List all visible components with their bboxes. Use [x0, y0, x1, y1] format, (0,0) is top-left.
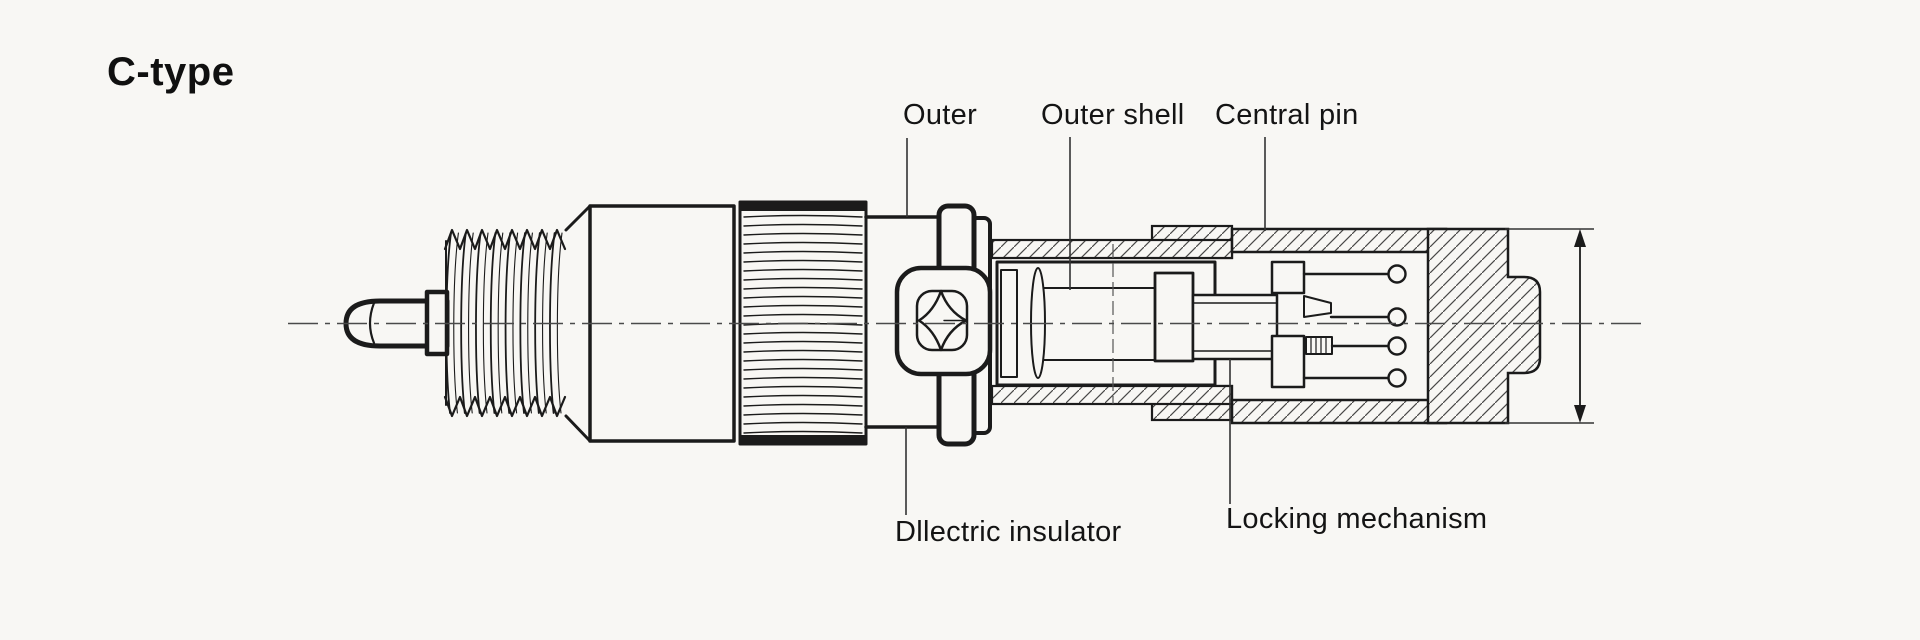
drawing-stroke: [743, 259, 863, 263]
drawing-stroke: [743, 376, 863, 380]
knurl-lines: [743, 214, 863, 434]
drawing-stroke: [743, 367, 863, 371]
pin-carrier-top: [1270, 260, 1306, 295]
pin-end: [1387, 336, 1407, 356]
contact-taper: [1303, 295, 1332, 318]
dimension-arrow-up: [1574, 229, 1586, 247]
inner-shell-top-wall: [990, 238, 1234, 260]
drawing-stroke: [482, 232, 489, 414]
drawing-stroke: [743, 430, 863, 434]
drawing-stroke: [743, 358, 863, 362]
pin-end: [1387, 368, 1407, 388]
drawing-stroke: [743, 232, 863, 236]
leader-lines: [905, 137, 1266, 515]
outer-shell-top-wall: [1230, 227, 1448, 254]
outer-shell-bottom-wall: [1230, 398, 1448, 425]
drawing-stroke: [743, 304, 863, 308]
pin-end: [1387, 307, 1407, 327]
drawing-stroke: [743, 214, 863, 218]
drawing-stroke: [443, 228, 567, 251]
drawing-stroke: [743, 394, 863, 398]
inner-shell-walls: [990, 224, 1234, 422]
dimension-arrow-down: [1574, 405, 1586, 423]
outer-shell-end-cap: [1426, 227, 1542, 425]
drawing-stroke: [743, 385, 863, 389]
drawing-stroke: [743, 268, 863, 272]
dimension-annotation: [1505, 228, 1594, 424]
drawing-stroke: [743, 241, 863, 245]
drawing-stroke: [443, 395, 567, 418]
pin-carrier-bottom: [1270, 334, 1306, 389]
outer-shell-walls: [1230, 227, 1542, 425]
label-dielectric-insulator: Dllectric insulator: [895, 516, 1122, 548]
locking-bail-assembly: [894, 203, 993, 447]
inner-shell-bottom-wall: [990, 384, 1234, 406]
pin-end: [1387, 264, 1407, 284]
label-central-pin: Central pin: [1215, 99, 1359, 131]
drawing-stroke: [519, 232, 526, 414]
contact-tube: [1191, 293, 1279, 361]
drawing-stroke: [743, 223, 863, 227]
drawing-stroke: [468, 232, 474, 414]
label-outer: Outer: [903, 99, 978, 131]
drawing-stroke: [743, 349, 863, 353]
drawing-stroke: [743, 277, 863, 281]
dielectric-insulator-assembly: [995, 244, 1333, 404]
diagram-title: C-type: [107, 50, 235, 94]
central-pin-contacts: [1302, 264, 1407, 388]
drawing-stroke: [527, 232, 533, 414]
drawing-stroke: [743, 403, 863, 407]
drawing-stroke: [743, 286, 863, 290]
label-outer-shell: Outer shell: [1041, 99, 1185, 131]
coupling-cylinder: [864, 215, 945, 429]
drawing-stroke: [743, 331, 863, 335]
contact-holder-block: [1153, 271, 1195, 363]
drawing-stroke: [743, 412, 863, 416]
drawing-stroke: [743, 421, 863, 425]
contact-spring-block: [1305, 336, 1333, 355]
drawing-stroke: [743, 313, 863, 317]
drawing-stroke: [743, 340, 863, 344]
label-locking-mechanism: Locking mechanism: [1226, 503, 1488, 535]
drawing-stroke: [743, 250, 863, 254]
drawing-stroke: [743, 295, 863, 299]
bail-star-detent: [917, 289, 968, 352]
